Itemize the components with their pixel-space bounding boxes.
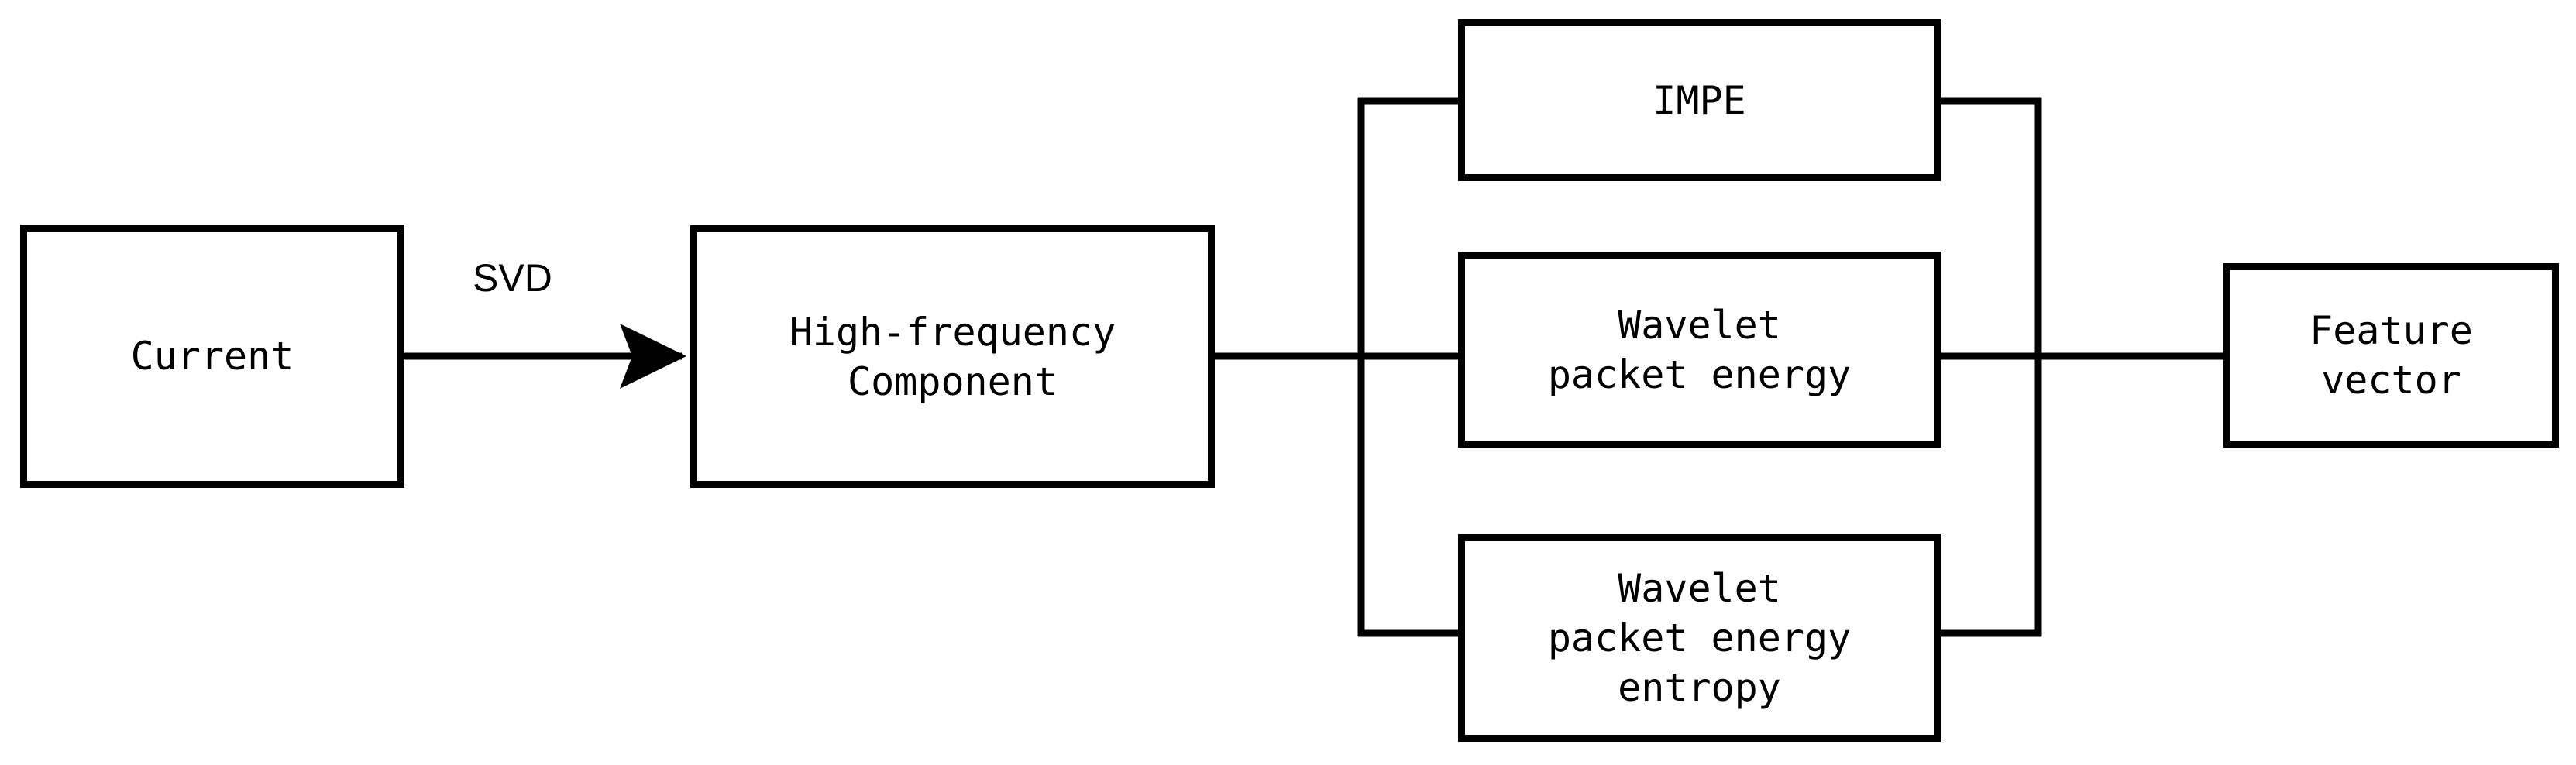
- node-impe[interactable]: IMPE: [1458, 19, 1941, 181]
- node-current[interactable]: Current: [20, 225, 404, 488]
- node-impe-label: IMPE: [1653, 77, 1746, 123]
- edge-label-svd: SVD: [473, 256, 552, 300]
- node-wavelet-packet-energy[interactable]: Wavelet packet energy: [1458, 252, 1941, 448]
- node-feature-vector[interactable]: Feature vector: [2223, 263, 2559, 448]
- node-wavelet-packet-energy-entropy-label: Wavelet packet energy entropy: [1547, 566, 1852, 710]
- node-wavelet-packet-energy-entropy[interactable]: Wavelet packet energy entropy: [1458, 534, 1941, 742]
- arrowhead-icon: [620, 324, 686, 389]
- node-wavelet-packet-energy-label: Wavelet packet energy: [1547, 302, 1852, 397]
- node-feature-vector-label: Feature vector: [2309, 308, 2473, 403]
- node-high-frequency-component-label: High-frequency Component: [789, 309, 1116, 404]
- node-high-frequency-component[interactable]: High-frequency Component: [690, 225, 1215, 488]
- node-current-label: Current: [130, 334, 294, 379]
